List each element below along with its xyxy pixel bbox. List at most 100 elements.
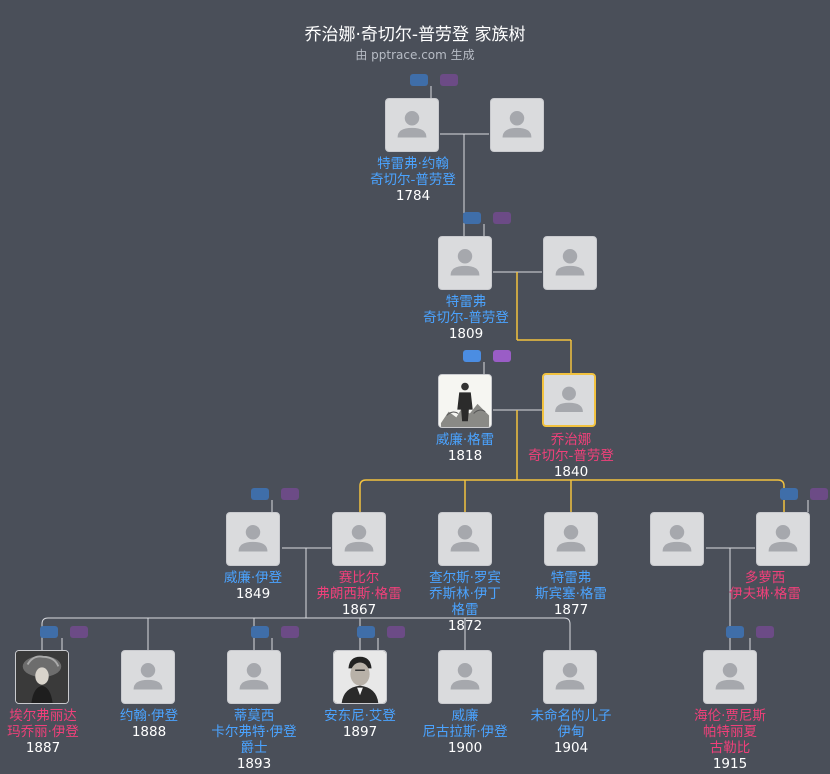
person-card[interactable]: [756, 512, 810, 566]
expand-ancestors-mother-toggle[interactable]: [70, 626, 88, 638]
person-label[interactable]: 埃尔弗丽达 玛乔丽·伊登 1887: [0, 708, 108, 756]
person-name: 威廉: [451, 708, 479, 724]
person-card[interactable]: [227, 650, 281, 704]
person-label[interactable]: 未命名的儿子 伊甸 1904: [506, 708, 636, 756]
person-label[interactable]: 查尔斯·罗宾 乔斯林·伊丁 格雷 1872: [400, 570, 530, 634]
person-birth-year: 1915: [712, 756, 748, 772]
expand-ancestors-mother-toggle[interactable]: [493, 212, 511, 224]
person-label[interactable]: 赛比尔 弗朗西斯·格雷 1867: [294, 570, 424, 618]
person-name: 乔治娜: [550, 432, 592, 448]
person-name: 伊甸: [557, 724, 585, 740]
person-birth-year: 1897: [342, 724, 378, 740]
person-birth-year: 1784: [395, 188, 431, 204]
person-name: 奇切尔-普劳登: [528, 448, 614, 464]
person-card[interactable]: [438, 650, 492, 704]
person-card[interactable]: [438, 236, 492, 290]
person-card[interactable]: [490, 98, 544, 152]
expand-ancestors-father-toggle[interactable]: [780, 488, 798, 500]
page-title: 乔治娜·奇切尔-普劳登 家族树: [304, 25, 526, 45]
person-label[interactable]: 威廉 尼古拉斯·伊登 1900: [400, 708, 530, 756]
person-name: 特雷弗·约翰: [377, 156, 449, 172]
expand-ancestors-mother-toggle[interactable]: [281, 626, 299, 638]
person-label[interactable]: 蒂莫西 卡尔弗特·伊登 爵士 1893: [189, 708, 319, 772]
person-name: 蒂莫西: [233, 708, 275, 724]
person-placeholder-icon: [239, 663, 269, 690]
person-birth-year: 1893: [236, 756, 272, 772]
person-label[interactable]: 乔治娜 奇切尔-普劳登 1840: [506, 432, 636, 480]
person-card[interactable]: [703, 650, 757, 704]
person-name: 玛乔丽·伊登: [7, 724, 79, 740]
person-card[interactable]: [543, 236, 597, 290]
person-name: 查尔斯·罗宾: [429, 570, 501, 586]
expand-ancestors-mother-toggle[interactable]: [756, 626, 774, 638]
person-label[interactable]: 安东尼·艾登 1897: [295, 708, 425, 740]
person-card[interactable]: [650, 512, 704, 566]
person-placeholder-icon: [662, 525, 692, 552]
person-placeholder-icon: [450, 663, 480, 690]
person-label[interactable]: 威廉·格雷 1818: [400, 432, 530, 464]
person-name: 威廉·格雷: [435, 432, 495, 448]
person-label[interactable]: 威廉·伊登 1849: [188, 570, 318, 602]
expand-ancestors-mother-toggle[interactable]: [493, 350, 511, 362]
expand-ancestors-mother-toggle[interactable]: [810, 488, 828, 500]
expand-ancestors-mother-toggle[interactable]: [387, 626, 405, 638]
expand-ancestors-father-toggle[interactable]: [463, 212, 481, 224]
woman-portrait-photo-icon: [16, 651, 68, 703]
person-name: 弗朗西斯·格雷: [316, 586, 402, 602]
person-label[interactable]: 多萝西 伊夫琳·格雷: [700, 570, 830, 602]
person-name: 赛比尔: [338, 570, 380, 586]
expand-ancestors-mother-toggle[interactable]: [440, 74, 458, 86]
person-name: 安东尼·艾登: [324, 708, 396, 724]
person-card[interactable]: [332, 512, 386, 566]
person-name: 帕特丽夏: [703, 724, 757, 740]
person-name: 海伦·贾尼斯: [694, 708, 766, 724]
person-birth-year: 1904: [553, 740, 589, 756]
expand-ancestors-father-toggle[interactable]: [410, 74, 428, 86]
person-card-focus[interactable]: [542, 373, 596, 427]
person-placeholder-icon: [555, 249, 585, 276]
person-card[interactable]: [544, 512, 598, 566]
expand-ancestors-father-toggle[interactable]: [357, 626, 375, 638]
person-placeholder-icon: [238, 525, 268, 552]
person-card[interactable]: [333, 650, 387, 704]
expand-ancestors-father-toggle[interactable]: [251, 626, 269, 638]
expand-ancestors-father-toggle[interactable]: [463, 350, 481, 362]
person-card[interactable]: [543, 650, 597, 704]
person-name: 未命名的儿子: [530, 708, 612, 724]
person-placeholder-icon: [555, 386, 583, 413]
expand-ancestors-father-toggle[interactable]: [251, 488, 269, 500]
page-subtitle: 由 pptrace.com 生成: [355, 48, 475, 62]
person-placeholder-icon: [502, 111, 532, 138]
person-name: 古勒比: [709, 740, 751, 756]
person-label[interactable]: 海伦·贾尼斯 帕特丽夏 古勒比 1915: [665, 708, 795, 772]
person-name: 特雷弗: [445, 294, 487, 310]
person-placeholder-icon: [555, 663, 585, 690]
person-birth-year: 1887: [25, 740, 61, 756]
person-name: 格雷: [451, 602, 479, 618]
person-name: 卡尔弗特·伊登: [211, 724, 297, 740]
person-label[interactable]: 特雷弗 斯宾塞·格雷 1877: [506, 570, 636, 618]
person-card[interactable]: [226, 512, 280, 566]
person-card[interactable]: [385, 98, 439, 152]
expand-ancestors-father-toggle[interactable]: [726, 626, 744, 638]
person-label[interactable]: 特雷弗 奇切尔-普劳登 1809: [401, 294, 531, 342]
person-birth-year: 1818: [447, 448, 483, 464]
person-card[interactable]: [15, 650, 69, 704]
man-portrait-photo-icon: [334, 651, 386, 703]
person-label[interactable]: 约翰·伊登 1888: [84, 708, 214, 740]
person-birth-year: 1840: [553, 464, 589, 480]
person-placeholder-icon: [133, 663, 163, 690]
person-placeholder-icon: [450, 525, 480, 552]
person-name: 奇切尔-普劳登: [423, 310, 509, 326]
person-placeholder-icon: [450, 249, 480, 276]
expand-ancestors-father-toggle[interactable]: [40, 626, 58, 638]
person-placeholder-icon: [715, 663, 745, 690]
person-placeholder-icon: [768, 525, 798, 552]
person-card[interactable]: [438, 374, 492, 428]
expand-ancestors-mother-toggle[interactable]: [281, 488, 299, 500]
person-name: 约翰·伊登: [119, 708, 179, 724]
person-card[interactable]: [438, 512, 492, 566]
person-label[interactable]: 特雷弗·约翰 奇切尔-普劳登 1784: [348, 156, 478, 204]
person-name: 斯宾塞·格雷: [535, 586, 607, 602]
person-card[interactable]: [121, 650, 175, 704]
